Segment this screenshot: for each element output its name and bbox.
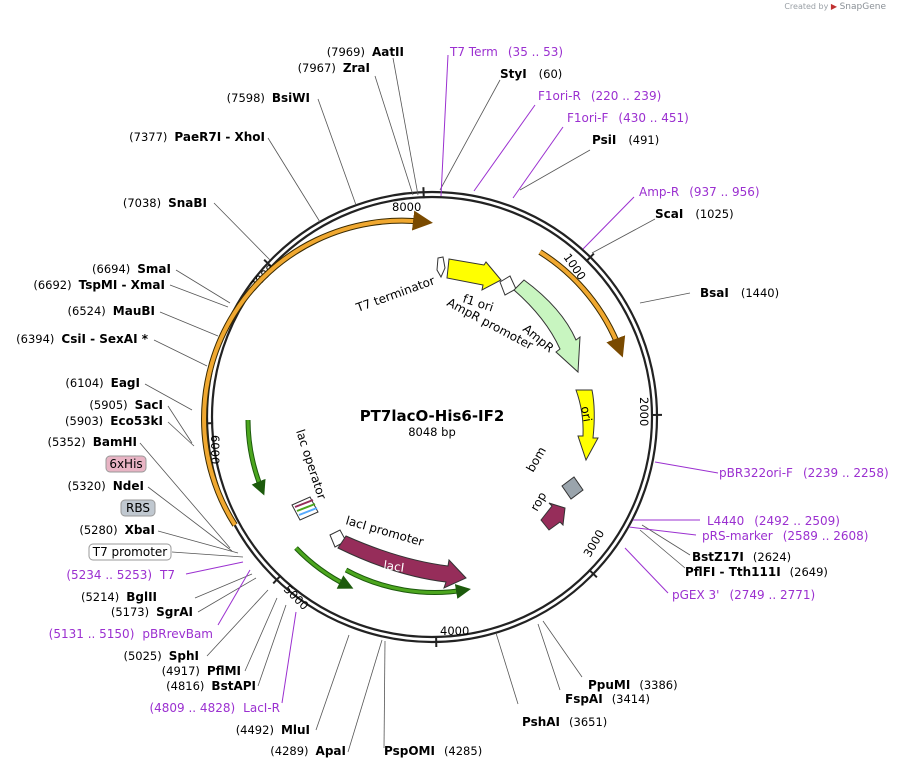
- site-label: (6692)TspMI - XmaI: [33, 278, 165, 292]
- ori-arrow: [575, 389, 599, 462]
- ori-label: ori: [578, 405, 594, 423]
- site-label: PspOMI(4285): [384, 744, 482, 758]
- tick-mark: [588, 568, 598, 579]
- site-label: (6104)EagI: [65, 376, 140, 390]
- site-label: (5903)Eco53kI: [65, 414, 163, 428]
- snapgene-credit: Created by ▶ SnapGene: [784, 2, 886, 12]
- credit-prefix: Created by: [784, 2, 829, 11]
- his-tag-box: 6xHis: [105, 455, 147, 473]
- primer-label: L4440(2492 .. 2509): [707, 514, 840, 528]
- site-label: (7969)AatII: [327, 45, 404, 59]
- site-label: ScaI(1025): [655, 207, 734, 221]
- t7-terminator-mark: [436, 256, 446, 279]
- tick-label: 4000: [440, 624, 469, 638]
- site-label: (4492)MluI: [236, 723, 310, 737]
- backbone-inner: [210, 195, 654, 639]
- laci-label: lacI: [383, 558, 406, 575]
- site-leader-lines: [139, 57, 691, 753]
- site-label: BstZ17I(2624): [692, 550, 791, 564]
- site-label: (5352)BamHI: [47, 435, 137, 449]
- tick-mark: [585, 252, 595, 263]
- green-arc-left: [246, 419, 266, 496]
- site-label: (5214)BglII: [81, 590, 157, 604]
- site-label: BsaI(1440): [700, 286, 779, 300]
- site-label: PflFI - Tth111I(2649): [685, 565, 828, 579]
- svg-text:6xHis: 6xHis: [109, 457, 142, 471]
- orf-arc-left: [202, 210, 433, 527]
- ampr-arrow: [513, 279, 581, 374]
- credit-brand: SnapGene: [839, 2, 886, 12]
- site-labels: (7969)AatII (7967)ZraI (7598)BsiWI (7377)Pa…: [16, 45, 888, 758]
- primer-leader-lines: [185, 54, 719, 704]
- laci-arrow: [337, 535, 467, 589]
- tick-label: 5000: [281, 582, 312, 613]
- site-label: (7967)ZraI: [298, 61, 370, 75]
- site-label: (5025)SphI: [124, 649, 200, 663]
- site-label: (5280)XbaI: [79, 523, 155, 537]
- site-label: (5320)NdeI: [68, 479, 145, 493]
- bom-box: [561, 476, 584, 500]
- primer-label: (4809 .. 4828)LacI-R: [149, 701, 280, 715]
- site-label: PshAI(3651): [522, 715, 607, 729]
- primer-label: pGEX 3'(2749 .. 2771): [672, 588, 815, 602]
- rbs-box: RBS: [120, 499, 156, 517]
- plasmid-length: 8048 bp: [408, 425, 456, 439]
- site-label: (7377)PaeR7I - XhoI: [129, 130, 265, 144]
- site-label: FspAI(3414): [565, 692, 650, 706]
- site-label: StyI(60): [500, 67, 562, 81]
- site-label: (6524)MauBI: [68, 304, 155, 318]
- svg-text:T7 promoter: T7 promoter: [92, 545, 168, 559]
- snapgene-logo-icon: ▶: [830, 2, 838, 11]
- site-label: (4289)ApaI: [270, 744, 346, 758]
- lac-operator-label: lac operator: [293, 428, 329, 502]
- primer-label: (5234 .. 5253)T7: [66, 568, 175, 582]
- site-label: (7038)SnaBI: [123, 196, 207, 210]
- site-label: PpuMI(3386): [588, 678, 678, 692]
- tick-label: 6000: [208, 435, 222, 464]
- f1-ori-arrow: [446, 258, 502, 291]
- site-label: PsiI(491): [592, 133, 659, 147]
- site-label: (4816)BstAPI: [166, 679, 256, 693]
- site-label: (6694)SmaI: [92, 262, 171, 276]
- tick-label: 8000: [392, 200, 421, 214]
- primer-label: pBR322ori-F(2239 .. 2258): [719, 466, 889, 480]
- site-label: (7598)BsiWI: [227, 91, 310, 105]
- ampr-promoter-mark: [499, 275, 517, 296]
- t7-terminator-label: T7 terminator: [353, 273, 436, 315]
- tick-mark: [263, 259, 273, 269]
- plasmid-name: PT7lacO-His6-IF2: [360, 407, 505, 425]
- primer-label: pRS-marker(2589 .. 2608): [702, 529, 868, 543]
- tick-mark: [272, 574, 282, 585]
- green-arc-bottom1: [294, 546, 354, 589]
- green-arc-bottom2: [345, 568, 471, 599]
- tick-label: 2000: [637, 397, 651, 426]
- t7-promoter-box: T7 promoter: [88, 543, 172, 561]
- primer-label: T7 Term(35 .. 53): [449, 45, 563, 59]
- site-label: (5905)SacI: [89, 398, 163, 412]
- site-label: (4917)PflMI: [162, 664, 241, 678]
- bom-label: bom: [523, 444, 548, 474]
- orf-arc-right: [538, 250, 626, 358]
- primer-label: Amp-R(937 .. 956): [639, 185, 760, 199]
- site-label: (5173)SgrAI: [111, 605, 193, 619]
- lac-operator-cluster: [291, 496, 319, 521]
- primer-label: F1ori-F(430 .. 451): [567, 111, 689, 125]
- primer-label: (5131 .. 5150)pBRrevBam: [49, 627, 213, 641]
- rop-arrow: [540, 502, 566, 531]
- site-label: (6394)CsiI - SexAI *: [16, 332, 149, 346]
- rop-label: rop: [527, 489, 549, 513]
- primer-label: F1ori-R(220 .. 239): [538, 89, 661, 103]
- svg-text:RBS: RBS: [126, 501, 150, 515]
